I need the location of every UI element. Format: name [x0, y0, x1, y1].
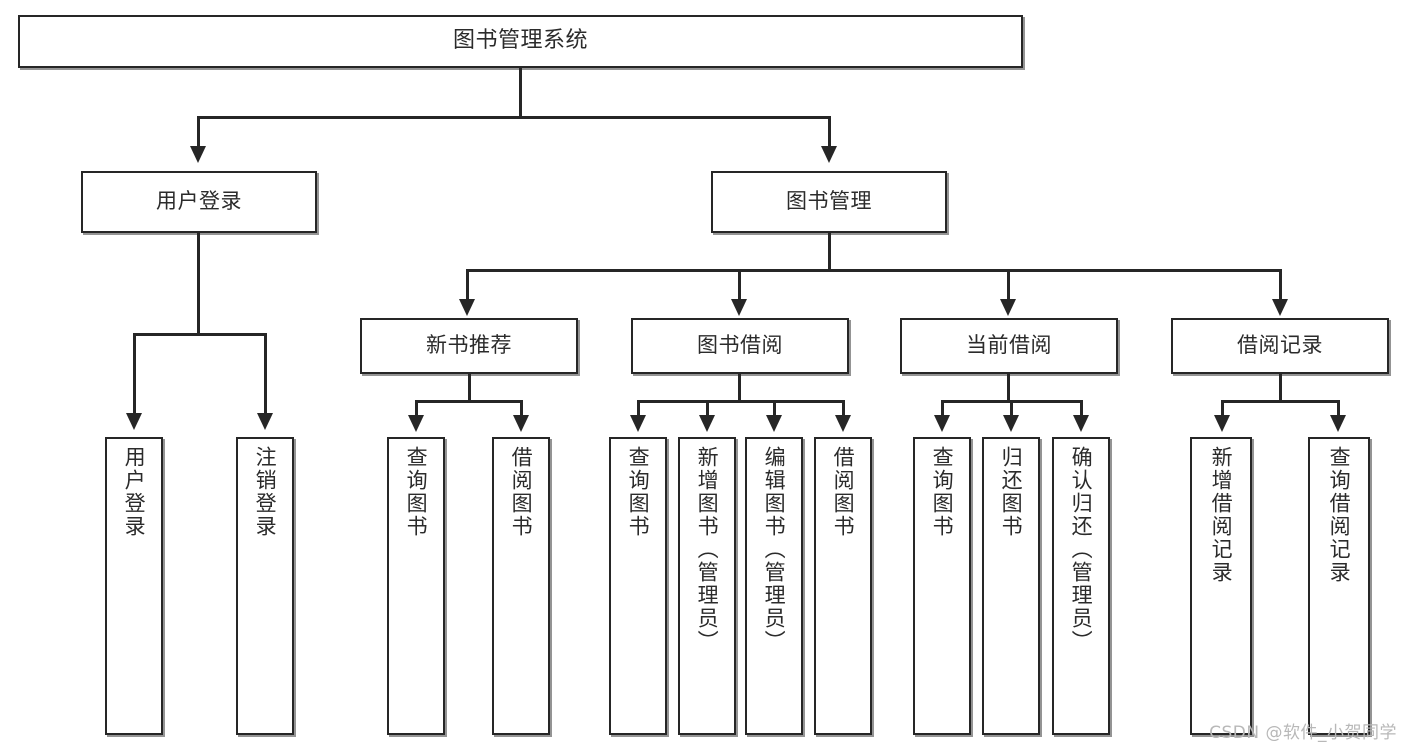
- csdn-watermark: CSDN @软件_小贺同学: [1209, 723, 1397, 743]
- connector-user-login-drop-2: [264, 333, 267, 416]
- node-label: 新增图书（管理员）: [695, 446, 720, 653]
- node-label: 借阅图书: [831, 446, 856, 538]
- arrowhead-leaf-nbr-borrow: [513, 415, 529, 432]
- arrowhead-book-manage: [821, 146, 837, 163]
- node-book-manage[interactable]: 图书管理: [711, 171, 947, 233]
- arrowhead-leaf-cb-confirm: [1073, 415, 1089, 432]
- node-label: 注销登录: [253, 446, 278, 538]
- node-label: 查询图书: [404, 446, 429, 538]
- connector-cb-drop-2: [1010, 400, 1013, 418]
- connector-cb-stem: [1007, 374, 1010, 402]
- node-label: 编辑图书（管理员）: [762, 446, 787, 653]
- node-label: 查询借阅记录: [1327, 446, 1352, 584]
- arrowhead-book-borrow: [731, 299, 747, 316]
- node-book-borrow[interactable]: 图书借阅: [631, 318, 849, 374]
- connector-bm-drop-borrow-record: [1279, 269, 1282, 301]
- arrowhead-leaf-cb-query: [934, 415, 950, 432]
- leaf-cb-confirm[interactable]: 确认归还（管理员）: [1052, 437, 1110, 735]
- connector-nbr-drop-2: [520, 400, 523, 418]
- node-label: 借阅图书: [509, 446, 534, 538]
- leaf-bb-borrow[interactable]: 借阅图书: [814, 437, 872, 735]
- leaf-cb-return[interactable]: 归还图书: [982, 437, 1040, 735]
- arrowhead-borrow-record: [1272, 299, 1288, 316]
- connector-bm-drop-new-book-rec: [466, 269, 469, 301]
- arrowhead-leaf-nbr-query: [408, 415, 424, 432]
- arrowhead-leaf-bb-edit: [766, 415, 782, 432]
- arrowhead-leaf-br-query: [1330, 415, 1346, 432]
- node-borrow-record[interactable]: 借阅记录: [1171, 318, 1389, 374]
- leaf-bb-query[interactable]: 查询图书: [609, 437, 667, 735]
- connector-bm-drop-book-borrow: [738, 269, 741, 301]
- connector-br-stem: [1279, 374, 1282, 402]
- leaf-nbr-query[interactable]: 查询图书: [387, 437, 445, 735]
- node-label: 图书借阅: [697, 333, 783, 358]
- connector-bb-drop-1: [637, 400, 640, 418]
- connector-cb-drop-1: [941, 400, 944, 418]
- leaf-cb-query[interactable]: 查询图书: [913, 437, 971, 735]
- connector-nbr-drop-1: [415, 400, 418, 418]
- node-label: 图书管理: [786, 189, 872, 214]
- connector-user-login-drop-1: [133, 333, 136, 416]
- leaf-nbr-borrow[interactable]: 借阅图书: [492, 437, 550, 735]
- arrowhead-current-borrow: [1000, 299, 1016, 316]
- node-label: 新增借阅记录: [1209, 446, 1234, 584]
- connector-bb-stem: [738, 374, 741, 402]
- node-new-book-rec[interactable]: 新书推荐: [360, 318, 578, 374]
- leaf-br-query[interactable]: 查询借阅记录: [1308, 437, 1370, 735]
- node-label: 当前借阅: [966, 333, 1052, 358]
- connector-nbr-bus: [415, 400, 523, 403]
- leaf-bb-add[interactable]: 新增图书（管理员）: [678, 437, 736, 735]
- connector-br-drop-2: [1337, 400, 1340, 418]
- node-root-book-management-system[interactable]: 图书管理系统: [18, 15, 1023, 68]
- connector-root-stem: [519, 68, 522, 118]
- connector-bb-drop-3: [773, 400, 776, 418]
- connector-br-bus: [1221, 400, 1340, 403]
- node-label: 用户登录: [122, 446, 147, 538]
- node-label: 查询图书: [626, 446, 651, 538]
- connector-root-to-user-login: [197, 116, 200, 149]
- node-label: 图书管理系统: [452, 28, 588, 54]
- leaf-user-logout[interactable]: 注销登录: [236, 437, 294, 735]
- leaf-bb-edit[interactable]: 编辑图书（管理员）: [745, 437, 803, 735]
- arrowhead-user-login: [190, 146, 206, 163]
- node-label: 归还图书: [999, 446, 1024, 538]
- node-label: 借阅记录: [1237, 333, 1323, 358]
- arrowhead-leaf-bb-add: [699, 415, 715, 432]
- arrowhead-new-book-rec: [459, 299, 475, 316]
- node-label: 查询图书: [930, 446, 955, 538]
- arrowhead-leaf-bb-query: [630, 415, 646, 432]
- arrowhead-leaf-user-login: [126, 413, 142, 430]
- connector-book-manage-stem: [828, 233, 831, 271]
- connector-user-login-bus: [133, 333, 267, 336]
- node-label: 新书推荐: [426, 333, 512, 358]
- node-current-borrow[interactable]: 当前借阅: [900, 318, 1118, 374]
- connector-bb-drop-4: [842, 400, 845, 418]
- connector-root-to-book-manage: [828, 116, 831, 149]
- connector-user-login-stem: [197, 233, 200, 335]
- connector-bm-drop-current-borrow: [1007, 269, 1010, 301]
- leaf-user-login[interactable]: 用户登录: [105, 437, 163, 735]
- connector-root-bus: [197, 116, 831, 119]
- node-label: 确认归还（管理员）: [1069, 446, 1094, 653]
- arrowhead-leaf-bb-borrow: [835, 415, 851, 432]
- node-user-login[interactable]: 用户登录: [81, 171, 317, 233]
- connector-bb-drop-2: [706, 400, 709, 418]
- connector-bb-bus: [637, 400, 845, 403]
- leaf-br-add[interactable]: 新增借阅记录: [1190, 437, 1252, 735]
- arrowhead-leaf-br-add: [1214, 415, 1230, 432]
- node-label: 用户登录: [156, 189, 242, 214]
- arrowhead-leaf-user-logout: [257, 413, 273, 430]
- arrowhead-leaf-cb-return: [1003, 415, 1019, 432]
- connector-cb-drop-3: [1080, 400, 1083, 418]
- connector-br-drop-1: [1221, 400, 1224, 418]
- connector-book-manage-bus: [466, 269, 1282, 272]
- connector-nbr-stem: [468, 374, 471, 402]
